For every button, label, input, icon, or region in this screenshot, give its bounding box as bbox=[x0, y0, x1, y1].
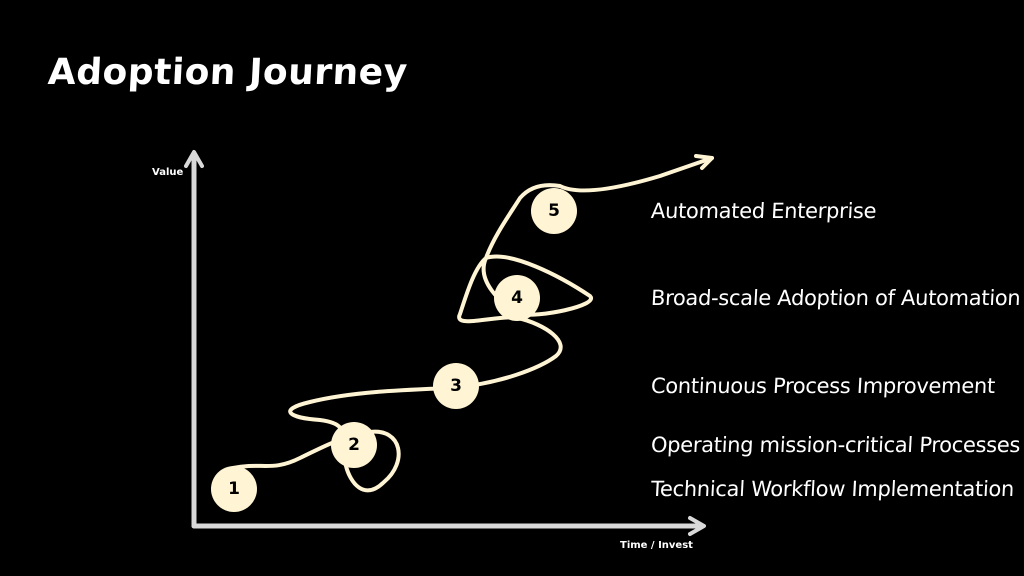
stage-label-5: Automated Enterprise bbox=[650, 199, 877, 223]
journey-path bbox=[231, 156, 714, 493]
stage-marker-2: 2 bbox=[331, 422, 377, 468]
stage-label-2: Operating mission-critical Processes bbox=[650, 433, 1021, 457]
x-axis-label: Time / Invest bbox=[620, 540, 693, 551]
stage-marker-4: 4 bbox=[494, 275, 540, 321]
stage-label-3: Continuous Process Improvement bbox=[650, 374, 996, 398]
y-axis-label: Value bbox=[152, 167, 184, 178]
y-axis-arrowhead bbox=[184, 150, 204, 168]
stage-label-4: Broad-scale Adoption of Automation bbox=[650, 286, 1022, 310]
stage-marker-5: 5 bbox=[531, 188, 577, 234]
journey-path-arrowhead bbox=[694, 154, 714, 170]
x-axis-arrowhead bbox=[688, 516, 706, 536]
stage-marker-3: 3 bbox=[433, 363, 479, 409]
stage-marker-1: 1 bbox=[211, 466, 257, 512]
stage-label-1: Technical Workflow Implementation bbox=[650, 477, 1015, 501]
